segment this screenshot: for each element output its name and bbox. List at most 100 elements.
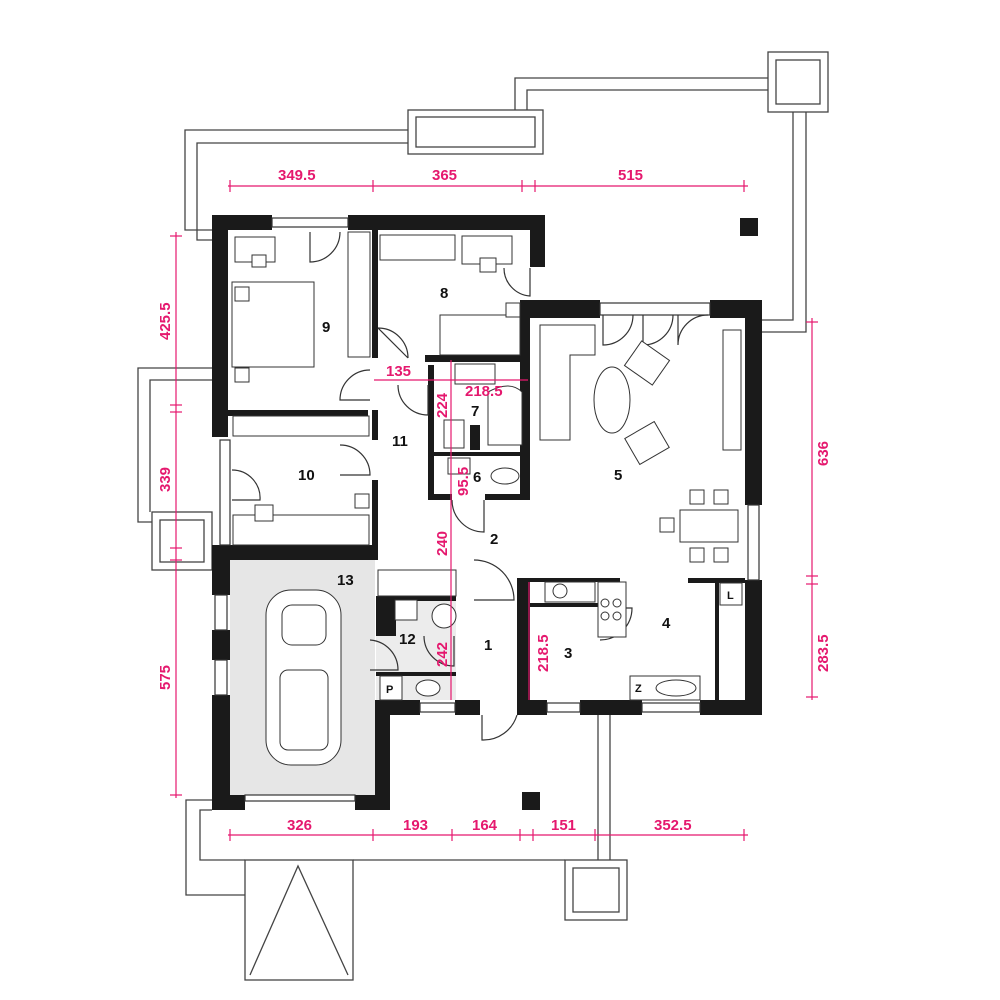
- walls-part: [212, 630, 230, 660]
- doors-part: [339, 444, 371, 476]
- furniture-part: [415, 679, 441, 697]
- walls-part: [455, 700, 480, 715]
- furniture-part: [254, 504, 274, 522]
- walls-part: [745, 300, 762, 505]
- walls-part: [212, 695, 230, 810]
- terrace-outlines-part: [185, 799, 245, 896]
- furniture-part: [689, 547, 705, 563]
- windows-part: [641, 702, 701, 713]
- walls-part: [715, 583, 719, 700]
- terrace-outlines-part: [159, 519, 205, 563]
- armchair: [624, 420, 670, 466]
- walls-part: [212, 795, 245, 810]
- dim-right-1: 636: [815, 441, 832, 466]
- furniture-part: [655, 679, 697, 697]
- room-13: 13: [337, 572, 354, 589]
- walls-part: [376, 672, 456, 676]
- label-l: L: [727, 590, 734, 602]
- walls-part: [348, 215, 545, 230]
- dimension-lines: [170, 180, 818, 841]
- car-part: [279, 669, 329, 751]
- doors-part: [642, 314, 674, 346]
- walls-part: [376, 596, 456, 601]
- room-4: 4: [662, 615, 671, 632]
- room-12: 12: [399, 631, 416, 648]
- furniture-part: [431, 603, 457, 629]
- coffee-table: [593, 366, 631, 434]
- dim-left-2: 339: [157, 467, 174, 492]
- room-numbers: 1 2 3 4 5 6 7 8 9 10 11 12 13: [298, 285, 671, 662]
- furniture-part: [251, 254, 267, 268]
- walls-part: [745, 580, 762, 715]
- dim-bottom-5: 352.5: [654, 817, 692, 834]
- furniture-part: [612, 598, 622, 608]
- terrace-outlines-part: [762, 112, 794, 321]
- car: [265, 589, 342, 766]
- furniture-part: [379, 675, 403, 701]
- dim-135: 135: [386, 363, 411, 380]
- dim-224: 224: [434, 392, 451, 418]
- doors-part: [473, 559, 515, 601]
- windows-part: [419, 702, 456, 713]
- terrace-outlines-part: [407, 109, 544, 155]
- walls-part: [580, 700, 642, 715]
- furniture-part: [600, 611, 610, 621]
- terrace-outlines-part: [137, 367, 212, 523]
- windows-part: [747, 504, 760, 581]
- doors-part: [602, 314, 634, 346]
- windows-part: [244, 794, 356, 802]
- walls-part: [212, 545, 230, 595]
- dim-bottom-1: 326: [287, 817, 312, 834]
- column: [740, 218, 758, 236]
- dim-top-1: 349.5: [278, 167, 316, 184]
- walls-part: [530, 215, 545, 267]
- doors-part: [481, 714, 518, 741]
- dimension-labels: 349.5 365 515 326 193 164 151 352.5 425.…: [157, 167, 832, 834]
- walls-part: [212, 215, 228, 437]
- doors-part: [309, 231, 341, 263]
- furniture-part: [544, 581, 596, 603]
- dim-218-5-b: 218.5: [535, 634, 552, 672]
- doors-part: [423, 635, 455, 667]
- windows-part: [219, 439, 231, 546]
- furniture-part: [552, 583, 568, 599]
- walls-part: [517, 578, 530, 715]
- furniture-part: [490, 467, 520, 485]
- windows-part: [214, 659, 228, 696]
- walls-part: [428, 365, 434, 500]
- terrace-outlines-part: [249, 864, 349, 976]
- walls-part: [434, 452, 526, 456]
- furniture-part: [659, 517, 675, 533]
- terrace-outlines-part: [151, 511, 213, 571]
- walls-part: [372, 480, 378, 550]
- label-z: Z: [635, 683, 642, 695]
- doors-part: [503, 267, 531, 297]
- furniture: P L Z: [231, 231, 743, 766]
- dim-right-2: 283.5: [815, 634, 832, 672]
- doors-part: [451, 499, 485, 533]
- windows-part: [599, 302, 711, 316]
- furniture-part: [234, 286, 250, 302]
- armchair: [623, 340, 671, 386]
- car-part: [281, 604, 327, 646]
- furniture-part: [443, 419, 465, 449]
- doors-part: [397, 384, 429, 416]
- furniture-part: [470, 425, 480, 450]
- walls-part: [520, 300, 600, 318]
- dim-218-5: 218.5: [465, 383, 503, 400]
- room-6: 6: [473, 469, 481, 486]
- walls-part: [376, 596, 396, 636]
- dim-left-3: 575: [157, 665, 174, 690]
- furniture-part: [719, 582, 743, 606]
- furniture-part: [612, 611, 622, 621]
- doors-part: [377, 327, 409, 359]
- walls-part: [372, 410, 378, 440]
- dining-table: [679, 509, 739, 543]
- kitchen-counter: [597, 581, 627, 638]
- walls-part: [520, 300, 530, 500]
- terrace-outlines-part: [149, 379, 212, 512]
- room-1: 1: [484, 637, 492, 654]
- room-7: 7: [471, 403, 479, 420]
- furniture-part: [713, 489, 729, 505]
